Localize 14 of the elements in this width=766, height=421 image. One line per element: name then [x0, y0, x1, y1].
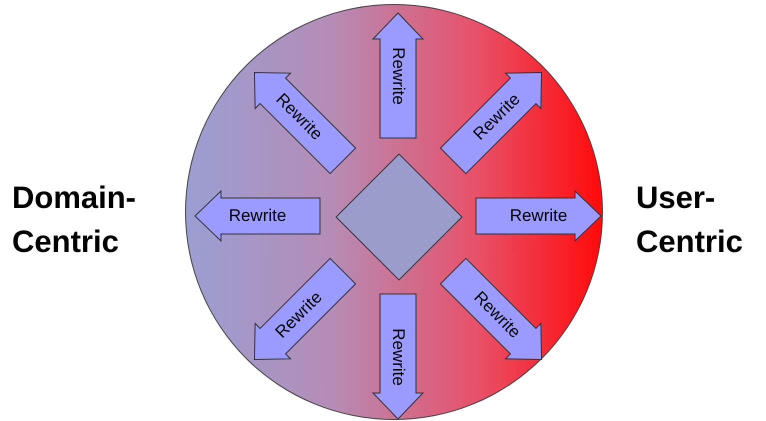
edge-label: Rewrite [388, 46, 408, 104]
block-arrow [254, 72, 356, 174]
edge-label: Rewrite [388, 328, 408, 386]
side-label: Domain-Centric [12, 179, 137, 261]
block-arrow [372, 294, 424, 420]
block-arrow [440, 72, 542, 174]
block-arrow [440, 258, 542, 360]
side-label: User-Centric [636, 179, 744, 261]
block-arrow [254, 258, 356, 360]
edge-label: Rewrite [228, 206, 286, 226]
block-arrow [194, 190, 320, 242]
block-arrow [372, 12, 424, 138]
block-arrow [476, 190, 602, 242]
edge-label: Rewrite [510, 206, 568, 226]
